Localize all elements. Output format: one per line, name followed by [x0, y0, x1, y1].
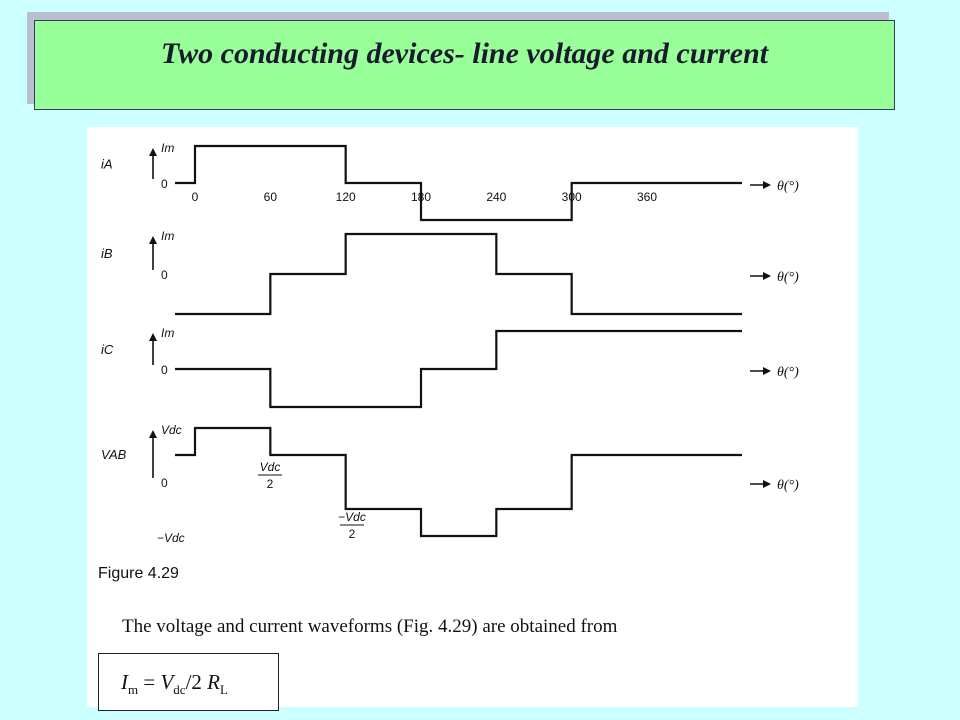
waveform-figure: iA Im 0 θ(°) 0 60 120 180 240 300 360 iB Im 0 θ(°) iC Im… — [87, 127, 858, 711]
formula-text: Im = Vdc/2 RL — [121, 670, 228, 698]
x-tick-label: 120 — [336, 190, 356, 204]
top-level-label: Im — [161, 229, 174, 243]
waveform-iB — [175, 232, 742, 316]
arrow-head-icon — [149, 236, 157, 244]
waveform-VAB — [175, 426, 742, 538]
arrow-head-icon — [763, 181, 771, 189]
zero-level-label: 0 — [161, 177, 168, 191]
theta-axis-label: θ(°) — [777, 179, 799, 194]
arrow-head-icon — [763, 480, 771, 488]
x-tick-label: 60 — [264, 190, 278, 204]
mid-level-numerator: Vdc — [260, 460, 281, 474]
theta-axis-label: θ(°) — [777, 478, 799, 493]
figure-description: The voltage and current waveforms (Fig. … — [122, 616, 618, 637]
top-level-label: Vdc — [161, 423, 182, 437]
arrow-head-icon — [763, 367, 771, 375]
zero-level-label: 0 — [161, 363, 168, 377]
top-level-label: Im — [161, 141, 174, 155]
arrow-head-icon — [763, 272, 771, 280]
waveform-iC — [175, 329, 742, 409]
x-tick-label: 300 — [562, 190, 582, 204]
bottom-level-label: −Vdc — [157, 531, 185, 545]
x-tick-label: 180 — [411, 190, 431, 204]
theta-axis-label: θ(°) — [777, 365, 799, 380]
arrow-head-icon — [149, 430, 157, 438]
x-tick-label: 240 — [486, 190, 506, 204]
x-tick-label: 0 — [192, 190, 199, 204]
title-box: Two conducting devices- line voltage and… — [34, 20, 895, 110]
x-tick-label: 360 — [637, 190, 657, 204]
theta-axis-label: θ(°) — [777, 270, 799, 285]
formula-box: Im = Vdc/2 RL — [98, 653, 279, 711]
waveform-label: iC — [101, 342, 114, 357]
arrow-head-icon — [149, 148, 157, 156]
top-level-label: Im — [161, 326, 174, 340]
waveform-diagram: iA Im 0 θ(°) 0 60 120 180 240 300 360 iB Im 0 θ(°) iC Im… — [101, 141, 799, 545]
mid-level-denominator: 2 — [267, 477, 274, 491]
mid-level-denominator: 2 — [349, 527, 356, 541]
slide-title: Two conducting devices- line voltage and… — [160, 37, 769, 70]
waveform-label: iA — [101, 157, 113, 172]
mid-level-numerator: −Vdc — [338, 510, 366, 524]
waveform-iA — [175, 144, 742, 222]
waveform-label: iB — [101, 246, 113, 261]
waveform-label: VAB — [101, 447, 127, 462]
zero-level-label: 0 — [161, 476, 168, 490]
arrow-head-icon — [149, 333, 157, 341]
zero-level-label: 0 — [161, 268, 168, 282]
figure-caption: Figure 4.29 — [98, 565, 179, 582]
